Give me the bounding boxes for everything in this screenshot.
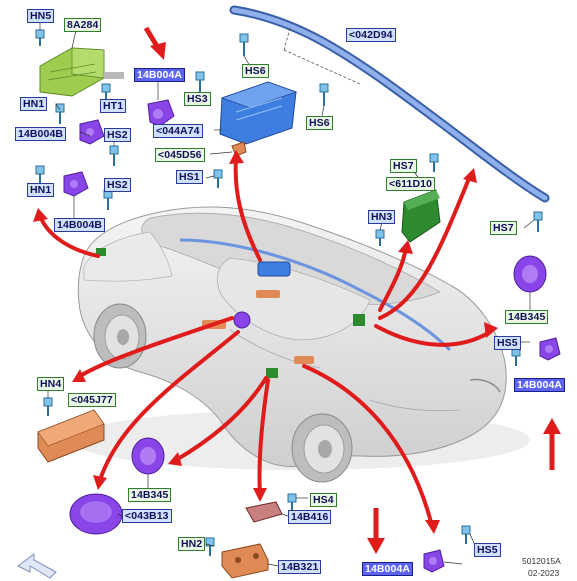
- clockspring-right: [513, 255, 547, 293]
- diagram-code: 5012015A: [522, 556, 561, 566]
- red-pointer-arrows: [143, 26, 561, 554]
- restraint-module-on-car: [294, 356, 314, 364]
- part-label-043b13: <043B13: [122, 509, 172, 523]
- bolt-icon: [43, 397, 53, 416]
- part-label-14b345-bottom: 14B345: [128, 488, 172, 502]
- part-label-14b004a-top: 14B004A: [134, 68, 186, 82]
- bolt-icon: [35, 165, 45, 184]
- knee-airbag-on-car: [256, 290, 280, 298]
- occupant-sensor: [245, 501, 283, 523]
- curtain-airbag-on-car: [179, 238, 452, 352]
- part-label-hs5-bottom: HS5: [474, 543, 501, 557]
- part-label-14b416: 14B416: [288, 510, 332, 524]
- part-label-ht1: HT1: [100, 99, 127, 113]
- screw-icon: [213, 169, 223, 188]
- side-airbag-module: [401, 189, 441, 243]
- part-label-14b321: 14B321: [278, 560, 322, 574]
- front-sensor-on-car: [96, 248, 106, 256]
- part-label-hs7-right: HS7: [490, 221, 517, 235]
- side-impact-sensor-bottom: [423, 549, 445, 573]
- screw-icon: [533, 211, 543, 232]
- part-label-hs3: HS3: [184, 92, 211, 106]
- part-label-hs2-lower: HS2: [104, 178, 131, 192]
- screw-icon: [239, 33, 249, 56]
- curtain-airbag: [229, 5, 550, 203]
- direction-arrow-icon: [17, 553, 57, 579]
- bolt-icon: [55, 103, 65, 124]
- side-impact-sensor-top: [147, 99, 175, 127]
- red-arrowheads: [33, 150, 498, 534]
- part-label-14b004b-lower: 14B004B: [54, 218, 106, 232]
- part-label-045d56: <045D56: [155, 148, 205, 162]
- side-airbag-on-car: [353, 314, 365, 326]
- side-impact-sensor-right: [539, 337, 561, 361]
- passenger-airbag-on-car: [257, 261, 291, 277]
- bolt-icon: [103, 189, 113, 210]
- rear-wheel: [291, 413, 353, 483]
- bolt-icon: [205, 537, 215, 556]
- part-label-hs6-mid: HS6: [306, 116, 333, 130]
- front-impact-sensor-bracket: [39, 47, 124, 97]
- part-label-hn1-top: HN1: [20, 97, 48, 111]
- bolt-icon: [375, 229, 385, 246]
- part-label-045j77: <045J77: [68, 393, 116, 407]
- knee-airbag-module: [37, 409, 105, 463]
- bolt-icon: [101, 83, 111, 100]
- screw-icon: [287, 493, 297, 510]
- part-label-hs5-right: HS5: [494, 336, 521, 350]
- screw-icon: [195, 71, 205, 92]
- part-label-14b004b-left: 14B004B: [15, 127, 67, 141]
- bolt-icon: [35, 29, 45, 46]
- red-callout-arrows: [38, 156, 492, 528]
- part-label-hn2: HN2: [178, 537, 206, 551]
- passenger-airbag-module: [219, 81, 298, 145]
- part-label-hn3: HN3: [368, 210, 396, 224]
- restraint-control-module: [221, 543, 269, 579]
- part-label-14b004a-bottom: 14B004A: [362, 562, 414, 576]
- screw-icon: [319, 83, 329, 106]
- part-label-042d94: <042D94: [346, 28, 396, 42]
- side-impact-sensor-left-lower: [63, 171, 89, 197]
- bolt-icon: [109, 145, 119, 166]
- screw-icon: [461, 525, 471, 544]
- part-label-hs2-top: HS2: [104, 128, 131, 142]
- part-label-hs7-top: HS7: [390, 159, 417, 173]
- screw-icon: [511, 347, 521, 366]
- clockspring-bottom: [131, 437, 165, 475]
- side-impact-sensor-left: [79, 119, 105, 145]
- part-label-14b004a-right: 14B004A: [514, 378, 566, 392]
- part-label-hs1: HS1: [176, 170, 203, 184]
- part-label-14b345-right: 14B345: [505, 310, 549, 324]
- driver-airbag-module: [69, 493, 123, 535]
- part-label-hs4: HS4: [310, 493, 337, 507]
- diagram-date: 02-2023: [528, 568, 560, 578]
- part-label-hs6-top: HS6: [242, 64, 269, 78]
- part-label-hn1-lower: HN1: [27, 183, 55, 197]
- part-label-hn5: HN5: [27, 9, 55, 23]
- part-label-611d10: <611D10: [386, 177, 436, 191]
- sensor-on-car: [266, 368, 278, 378]
- part-label-044a74: <044A74: [153, 124, 203, 138]
- screw-icon: [429, 153, 439, 172]
- steering-clockspring-on-car: [233, 311, 251, 329]
- part-label-hn4: HN4: [37, 377, 65, 391]
- part-label-8a284: 8A284: [64, 18, 102, 32]
